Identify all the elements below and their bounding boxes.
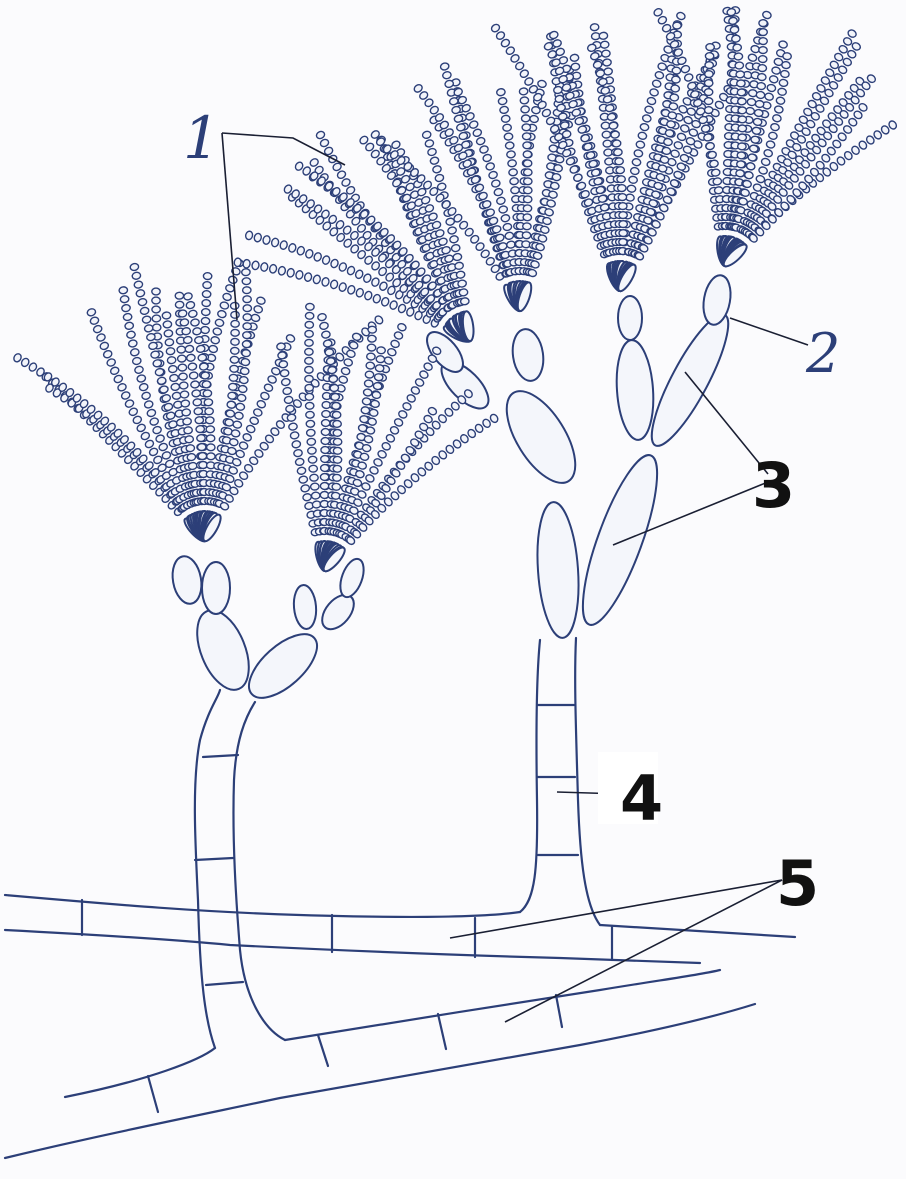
head-3 xyxy=(234,129,475,345)
lower-hypha xyxy=(5,970,755,1158)
head-2 xyxy=(276,303,499,574)
spore-chain xyxy=(199,272,212,504)
spore-chain xyxy=(744,73,877,240)
spore-chain xyxy=(337,346,442,540)
left-conidiophore-stalk xyxy=(195,690,285,1048)
right-conidiophore-stalk xyxy=(520,638,600,925)
label-3: 3 xyxy=(752,449,795,522)
label-2: 2 xyxy=(805,322,840,385)
left-branch-cells xyxy=(169,554,368,709)
upper-hypha xyxy=(5,895,795,963)
label-1: 1 xyxy=(183,104,220,172)
label-4: 4 xyxy=(620,762,663,835)
label-5: 5 xyxy=(776,847,819,920)
